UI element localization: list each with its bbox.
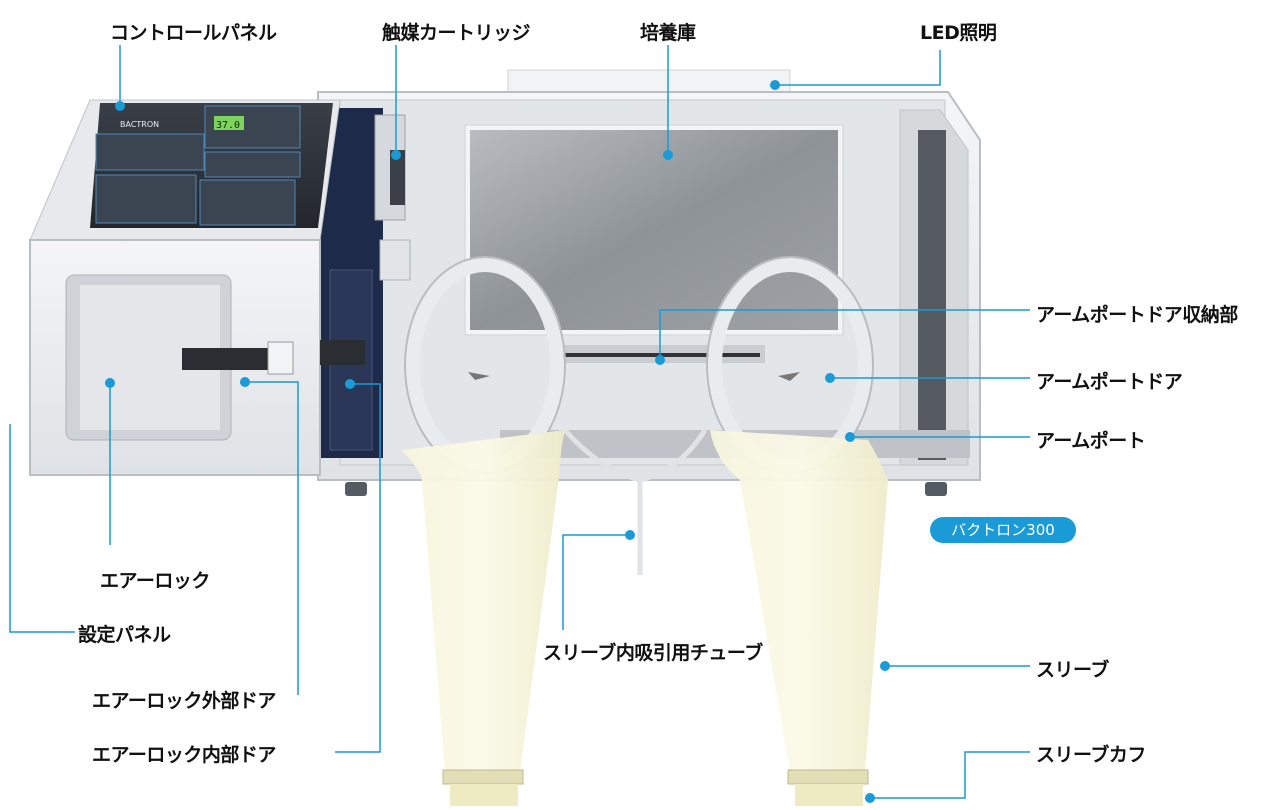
label-sleeve: スリーブ bbox=[1036, 659, 1109, 681]
label-armport-door-storage: アームポートドア収納部 bbox=[1036, 304, 1238, 326]
panel-brand-text: BACTRON bbox=[120, 120, 159, 129]
label-sleeve-cuff: スリーブカフ bbox=[1036, 744, 1146, 766]
label-airlock-outer-door: エアーロック外部ドア bbox=[92, 690, 276, 712]
label-catalyst-cartridge: 触媒カートリッジ bbox=[382, 22, 531, 44]
feet bbox=[345, 482, 947, 496]
label-armport-door: アームポートドア bbox=[1036, 371, 1183, 393]
label-led-light: LED照明 bbox=[920, 22, 997, 44]
sleeve-left bbox=[402, 430, 565, 806]
sleeve-right bbox=[710, 430, 888, 806]
label-control-panel: コントロールパネル bbox=[110, 22, 277, 44]
leader-dots bbox=[105, 80, 890, 803]
armport-door-handle-left bbox=[468, 372, 490, 380]
label-incubator: 培養庫 bbox=[640, 22, 696, 44]
control-panel-screen bbox=[90, 103, 333, 228]
incubator-window bbox=[470, 130, 838, 330]
label-sleeve-suction-tube: スリーブ内吸引用チューブ bbox=[543, 642, 763, 664]
main-chamber bbox=[317, 91, 981, 481]
suction-tube bbox=[563, 428, 643, 575]
model-badge: バクトロン300 bbox=[930, 517, 1076, 543]
label-settings-panel: 設定パネル bbox=[78, 624, 171, 646]
panel-display-value: 37.0 bbox=[216, 120, 240, 131]
label-armport: アームポート bbox=[1036, 430, 1146, 452]
leader-lines bbox=[9, 45, 1030, 799]
label-airlock-inner-door: エアーロック内部ドア bbox=[92, 744, 276, 766]
armport-door-handle-right bbox=[778, 372, 800, 381]
label-airlock: エアーロック bbox=[100, 570, 210, 592]
